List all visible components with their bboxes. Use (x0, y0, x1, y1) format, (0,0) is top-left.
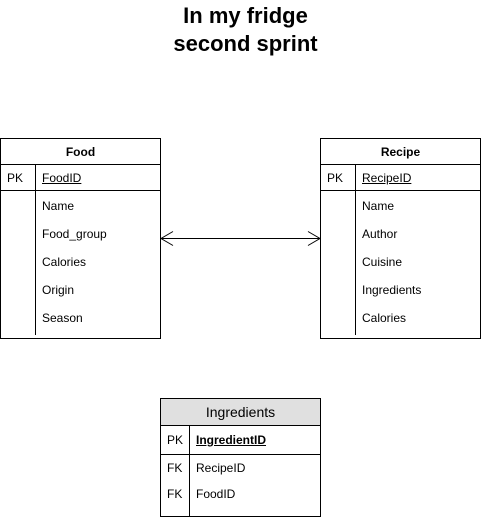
entity-recipe-pk-row: PK RecipeID (321, 165, 480, 191)
key-column (321, 165, 356, 190)
food-attribute: Name (42, 199, 75, 213)
recipe-attribute: Author (362, 227, 398, 241)
entity-food-header: Food (1, 139, 160, 165)
fk-label: FK (167, 487, 183, 501)
key-column (161, 455, 190, 516)
key-column (1, 165, 36, 190)
entity-food-pk-row: PK FoodID (1, 165, 160, 191)
entity-ingredients-fks: FK RecipeID FK FoodID (161, 455, 320, 516)
crows-foot-food-end (160, 231, 174, 246)
fk-name: FoodID (196, 487, 236, 501)
entity-recipe[interactable]: Recipe PK RecipeID Name Author Cuisine I… (320, 138, 481, 339)
fk-name: RecipeID (196, 461, 246, 475)
pk-label: PK (167, 433, 184, 447)
fk-label: FK (167, 461, 183, 475)
food-pk-name: FoodID (42, 171, 82, 185)
entity-recipe-header: Recipe (321, 139, 480, 165)
entity-food-attributes: Name Food_group Calories Origin Season (1, 191, 160, 335)
fk-row: FK FoodID (161, 487, 320, 507)
fk-row: FK RecipeID (161, 461, 320, 481)
crows-foot-recipe-end (307, 231, 321, 246)
food-attribute: Calories (42, 255, 87, 269)
entity-ingredients-pk-row: PK IngredientID (161, 426, 320, 455)
pk-label: PK (327, 171, 344, 185)
entity-food[interactable]: Food PK FoodID Name Food_group Calories … (0, 138, 161, 339)
food-attribute: Season (42, 311, 83, 325)
recipe-pk-name: RecipeID (362, 171, 412, 185)
diagram-title: In my fridge second sprint (0, 2, 481, 58)
food-attribute: Food_group (42, 227, 107, 241)
recipe-attribute: Ingredients (362, 283, 422, 297)
pk-label: PK (7, 171, 24, 185)
title-line-1: In my fridge (183, 3, 308, 28)
key-column (321, 191, 356, 335)
food-attribute: Origin (42, 283, 75, 297)
entity-ingredients-header: Ingredients (161, 399, 320, 426)
entity-ingredients[interactable]: Ingredients PK IngredientID FK RecipeID … (160, 398, 321, 517)
recipe-attribute: Calories (362, 311, 407, 325)
key-column (1, 191, 36, 335)
entity-recipe-attributes: Name Author Cuisine Ingredients Calories (321, 191, 480, 335)
key-column (161, 426, 190, 454)
recipe-attribute: Cuisine (362, 255, 403, 269)
title-line-2: second sprint (173, 31, 318, 56)
ingredients-pk-name: IngredientID (196, 433, 267, 447)
recipe-attribute: Name (362, 199, 395, 213)
